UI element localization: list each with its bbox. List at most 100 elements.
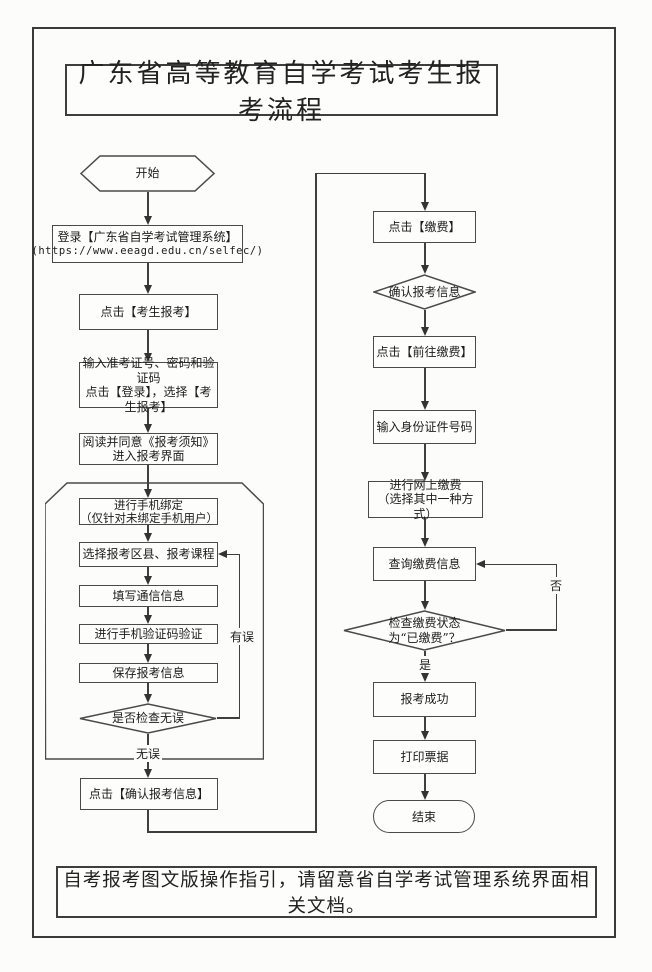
flow-node-notice: 阅读并同意《报考须知》 进入报考界面 bbox=[79, 433, 218, 465]
select-course-label: 选择报考区县、报考课程 bbox=[82, 547, 215, 562]
check-correct-label: 是否检查无误 bbox=[111, 711, 184, 726]
connector-line bbox=[147, 810, 149, 832]
connector-line bbox=[424, 173, 426, 203]
login-url: (https://www.eeagd.edu.cn/selfec/) bbox=[31, 245, 264, 257]
notice-label-line1: 阅读并同意《报考须知》 bbox=[82, 434, 215, 449]
query-pay-label: 查询缴费信息 bbox=[388, 556, 461, 571]
click-register-label: 点击【考生报考】 bbox=[100, 304, 197, 319]
connector-line bbox=[424, 518, 426, 539]
hexagon-shape bbox=[80, 155, 215, 192]
flow-node-contact-info: 填写通信信息 bbox=[79, 585, 218, 607]
bind-phone-label-line1: 进行手机绑定 bbox=[114, 497, 183, 512]
online-pay-label-line1: 进行网上缴费 bbox=[389, 477, 462, 492]
connector-line bbox=[424, 243, 426, 266]
loop-container bbox=[45, 482, 264, 760]
arrow-down-icon bbox=[143, 769, 152, 778]
arrow-down-icon bbox=[420, 601, 429, 610]
input-id-label: 输入身份证件号码 bbox=[376, 419, 473, 434]
flow-node-print-receipt: 打印票据 bbox=[373, 740, 476, 774]
connector-line bbox=[217, 717, 240, 719]
confirm-info-label: 点击【确认报考信息】 bbox=[88, 786, 209, 801]
online-pay-label-line2: （选择其中一种方式） bbox=[377, 492, 474, 521]
arrow-down-icon bbox=[420, 202, 429, 211]
diamond-shape bbox=[343, 610, 506, 651]
check-status-label-line2: 为“已缴费”？ bbox=[388, 630, 461, 645]
connector-line bbox=[147, 607, 149, 616]
arrow-down-icon bbox=[143, 615, 152, 624]
footer-note: 自考报考图文版操作指引，请留意省自学考试管理系统界面相关文档。 bbox=[63, 870, 590, 917]
connector-line bbox=[147, 831, 317, 833]
diamond-shape bbox=[79, 703, 217, 734]
connector-line bbox=[147, 330, 149, 354]
edge-label-has-error: 有误 bbox=[228, 628, 257, 645]
flow-node-phone-verify: 进行手机验证码验证 bbox=[79, 624, 218, 644]
connector-line bbox=[424, 444, 426, 473]
connector-line bbox=[147, 465, 149, 490]
diamond-shape bbox=[373, 274, 476, 310]
arrow-down-icon bbox=[143, 489, 152, 498]
connector-line bbox=[226, 553, 240, 555]
credentials-label-line2: 点击【登录】，选择【考生报考】 bbox=[85, 385, 212, 414]
connector-line bbox=[424, 581, 426, 602]
arrow-down-icon bbox=[420, 791, 429, 800]
flow-node-login: 登录【广东省自学考试管理系统】 (https://www.eeagd.edu.c… bbox=[32, 225, 263, 263]
edge-label-no: 否 bbox=[548, 577, 565, 594]
connector-line bbox=[147, 263, 149, 286]
edge-label-no-error: 无误 bbox=[134, 745, 163, 762]
flow-node-select-course: 选择报考区县、报考课程 bbox=[79, 542, 218, 567]
start-label: 开始 bbox=[135, 166, 160, 181]
connector-line bbox=[424, 774, 426, 792]
go-pay-label: 点击【前往缴费】 bbox=[376, 344, 473, 359]
save-info-label: 保存报考信息 bbox=[112, 665, 185, 680]
connector-line bbox=[424, 717, 426, 732]
flow-node-query-pay: 查询缴费信息 bbox=[373, 547, 476, 581]
arrow-down-icon bbox=[420, 327, 429, 336]
flow-node-start: 开始 bbox=[80, 155, 215, 192]
connector-line bbox=[315, 172, 317, 833]
arrow-down-icon bbox=[420, 265, 429, 274]
page-title: 广东省高等教育自学考试考生报考流程 bbox=[78, 59, 485, 126]
arrow-down-icon bbox=[143, 424, 152, 433]
connector-line bbox=[147, 408, 149, 425]
flow-node-credentials: 输入准考证号、密码和验证码 点击【登录】，选择【考生报考】 bbox=[79, 356, 218, 414]
flow-decision-confirm-reg: 确认报考信息 bbox=[373, 274, 476, 310]
flow-node-go-pay: 点击【前往缴费】 bbox=[373, 336, 476, 368]
flow-node-input-id: 输入身份证件号码 bbox=[373, 410, 476, 444]
arrow-down-icon bbox=[143, 533, 152, 542]
arrow-down-icon bbox=[420, 472, 429, 481]
connector-line bbox=[485, 563, 557, 565]
footer-note-box: 自考报考图文版操作指引，请留意省自学考试管理系统界面相关文档。 bbox=[56, 866, 597, 918]
flow-node-save-info: 保存报考信息 bbox=[79, 663, 218, 683]
connector-line bbox=[147, 644, 149, 655]
connector-line bbox=[315, 172, 426, 174]
arrow-down-icon bbox=[143, 216, 152, 225]
arrow-down-icon bbox=[143, 654, 152, 663]
arrow-down-icon bbox=[143, 694, 152, 703]
arrow-down-icon bbox=[420, 538, 429, 547]
login-label-line1: 登录【广东省自学考试管理系统】 bbox=[57, 229, 238, 244]
flow-node-click-register: 点击【考生报考】 bbox=[79, 294, 218, 330]
edge-label-yes: 是 bbox=[417, 656, 434, 673]
credentials-label-line1: 输入准考证号、密码和验证码 bbox=[82, 356, 215, 385]
print-receipt-label: 打印票据 bbox=[400, 749, 449, 764]
contact-info-label: 填写通信信息 bbox=[112, 588, 185, 603]
connector-line bbox=[424, 310, 426, 328]
flow-node-click-pay: 点击【缴费】 bbox=[373, 211, 476, 243]
connector-line bbox=[506, 629, 557, 631]
flow-decision-check-correct: 是否检查无误 bbox=[79, 703, 217, 734]
arrow-down-icon bbox=[420, 731, 429, 740]
connector-line bbox=[147, 192, 149, 217]
loop-container-shape bbox=[45, 482, 264, 760]
arrow-down-icon bbox=[420, 401, 429, 410]
arrow-left-icon bbox=[218, 550, 227, 558]
arrow-down-icon bbox=[143, 353, 152, 362]
check-status-label-line1: 检查缴费状态 bbox=[388, 616, 461, 630]
notice-label-line2: 进入报考界面 bbox=[112, 449, 185, 463]
arrow-left-icon bbox=[476, 560, 485, 568]
connector-line bbox=[147, 525, 149, 534]
confirm-reg-label: 确认报考信息 bbox=[388, 284, 461, 299]
flow-node-bind-phone: 进行手机绑定 （仅针对未绑定手机用户） bbox=[79, 498, 218, 525]
connector-line bbox=[555, 564, 558, 630]
connector-line bbox=[147, 567, 149, 577]
arrow-down-icon bbox=[420, 673, 429, 682]
